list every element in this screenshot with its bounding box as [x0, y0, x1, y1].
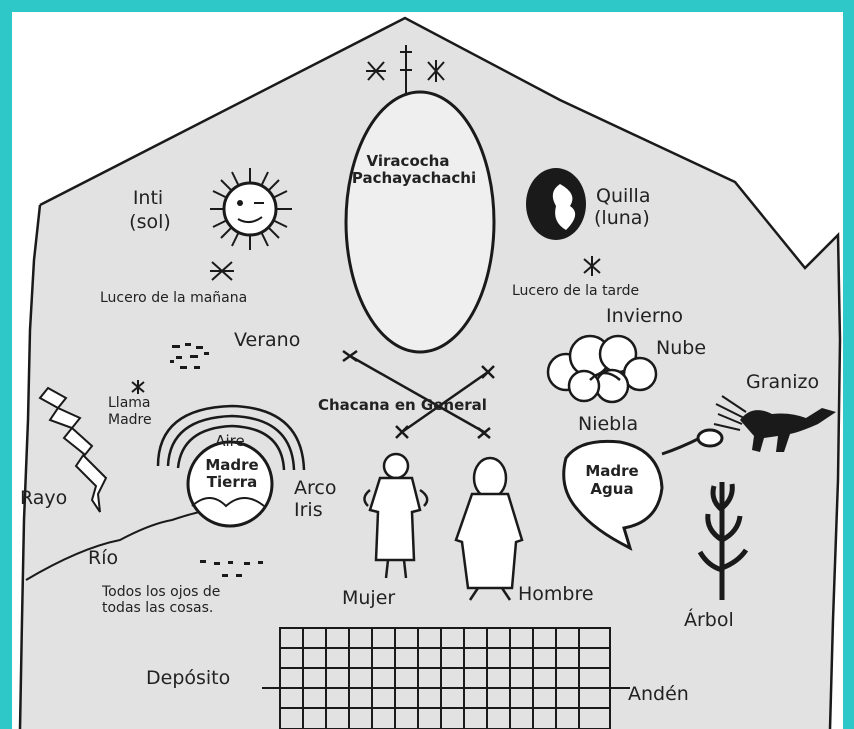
- wall-line: [18, 16, 842, 729]
- label-mujer: Mujer: [342, 587, 395, 609]
- label-hombre: Hombre: [518, 583, 594, 605]
- tree-icon: [697, 482, 749, 600]
- label-madre-agua-2: Agua: [590, 480, 633, 498]
- label-ojos-1: Todos los ojos de: [101, 584, 220, 600]
- temple-outline-right: [405, 12, 843, 729]
- evening-star-icon: [583, 256, 601, 276]
- label-llama: Llama: [108, 395, 151, 411]
- label-luna: (luna): [594, 207, 650, 229]
- moon-icon: [526, 168, 586, 240]
- eyes-dots-icon: [200, 560, 263, 577]
- label-granizo: Granizo: [746, 371, 819, 393]
- hail-creature-icon: [713, 395, 836, 452]
- label-madre-tierra-1: Madre: [205, 456, 258, 474]
- river-line: [25, 511, 201, 581]
- label-lucero-manana: Lucero de la mañana: [100, 290, 247, 306]
- label-aire: Aire: [215, 432, 245, 450]
- label-rayo: Rayo: [20, 487, 67, 509]
- label-llama-madre: Madre: [108, 412, 152, 428]
- label-ojos-2: todas las cosas.: [102, 600, 213, 616]
- label-verano: Verano: [234, 329, 300, 351]
- llama-star-icon: [131, 380, 145, 394]
- rainbow-icon: [156, 404, 306, 471]
- mother-earth-hills: [191, 497, 265, 508]
- sun-icon: [210, 168, 292, 250]
- mother-earth-circle: [186, 440, 274, 528]
- label-madre-tierra-2: Tierra: [207, 473, 257, 491]
- terrace-grid: [262, 627, 630, 729]
- label-quilla: Quilla: [596, 185, 650, 207]
- label-pachayachachi: Pachayachachi: [352, 169, 476, 187]
- frame-border-top: [0, 0, 854, 12]
- label-inti: Inti: [133, 187, 163, 209]
- label-arbol: Árbol: [684, 608, 734, 631]
- label-sol: (sol): [129, 211, 171, 233]
- label-deposito: Depósito: [146, 667, 230, 689]
- temple-outline: [12, 12, 405, 729]
- man-figure: [454, 456, 524, 601]
- label-nube: Nube: [656, 337, 706, 359]
- label-viracocha: Viracocha: [367, 152, 450, 170]
- frame-border-left: [0, 0, 12, 729]
- viracocha-star-symbol: [366, 45, 445, 95]
- label-niebla: Niebla: [578, 413, 638, 435]
- frame-border-right: [843, 0, 854, 729]
- label-invierno: Invierno: [606, 305, 683, 327]
- label-iris: Iris: [294, 499, 323, 521]
- viracocha-oval: [344, 90, 496, 354]
- morning-star-icon: [210, 261, 234, 281]
- summer-stars-icon: [170, 343, 209, 369]
- label-rio: Río: [88, 547, 118, 569]
- label-madre-agua-1: Madre: [585, 462, 638, 480]
- chacana-cross-icon: [342, 349, 495, 439]
- label-anden: Andén: [628, 683, 689, 705]
- label-chacana: Chacana en General: [318, 396, 487, 414]
- cloud-icon: [546, 334, 658, 404]
- mother-water-bubble: [562, 428, 724, 551]
- label-arco: Arco: [294, 477, 336, 499]
- lightning-icon: [38, 386, 108, 513]
- woman-figure: [363, 452, 429, 579]
- label-lucero-tarde: Lucero de la tarde: [512, 283, 639, 299]
